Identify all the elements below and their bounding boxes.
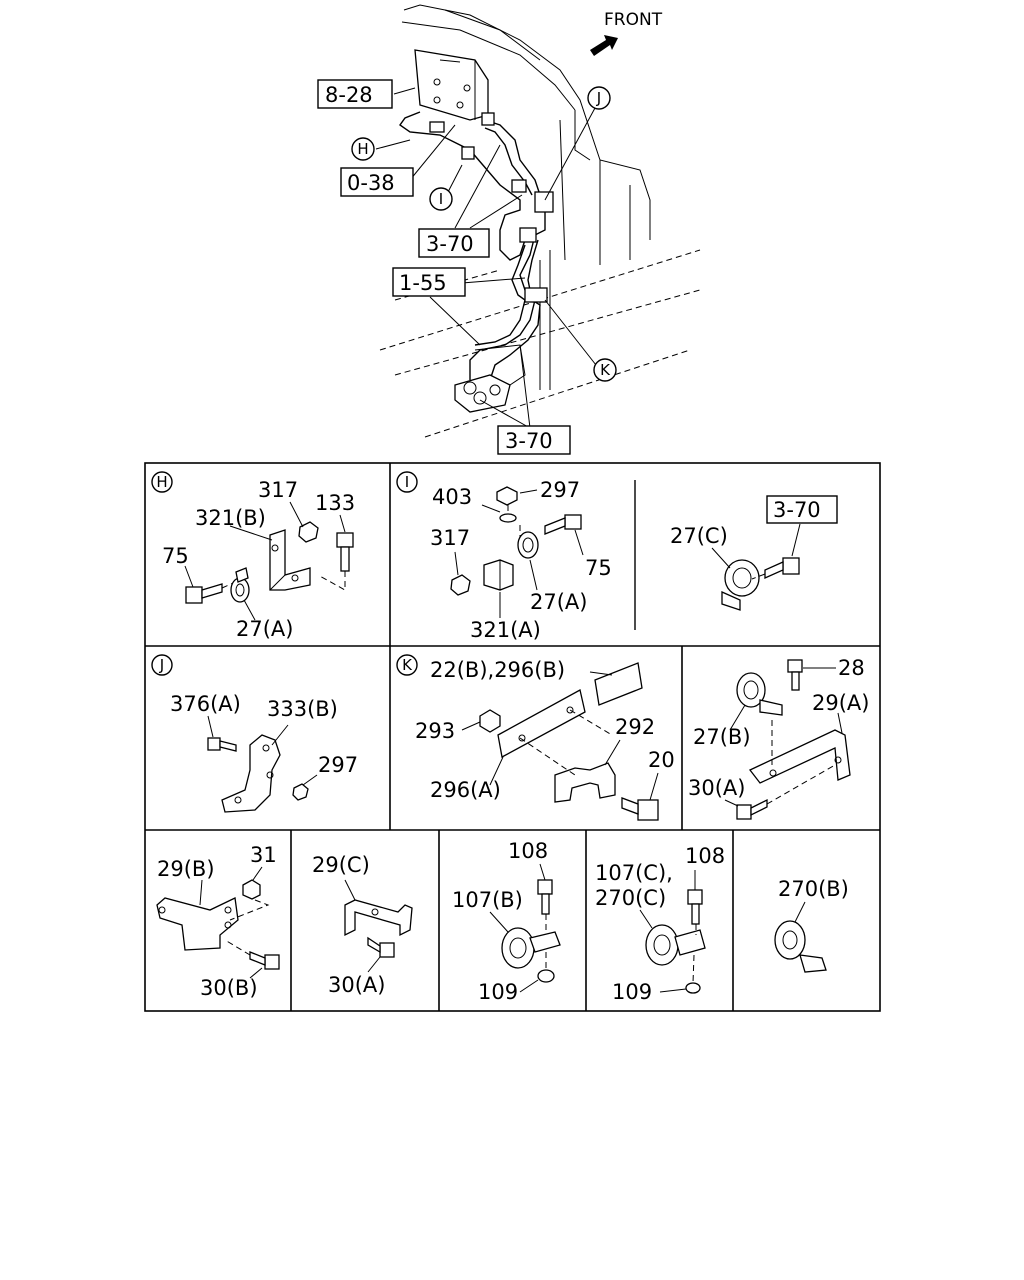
callout-I: I xyxy=(429,187,453,211)
panel-107C-label-108: 108 xyxy=(685,844,725,868)
panel-29B-label-31: 31 xyxy=(250,843,277,867)
panel-J-label-333B: 333(B) xyxy=(267,697,338,721)
callout-J: J xyxy=(587,86,611,110)
panel-28-label-28: 28 xyxy=(838,656,865,680)
panel-270B-label-270B: 270(B) xyxy=(778,877,849,901)
callout-I-letter: I xyxy=(439,190,443,208)
panel-107C-label-109: 109 xyxy=(612,980,652,1004)
panel-107C: 107(C), 108 270(C) 109 xyxy=(595,844,725,1004)
panel-H-label-133: 133 xyxy=(315,491,355,515)
ref-box-1-55: 1-55 xyxy=(392,267,466,297)
panel-J-label-376A: 376(A) xyxy=(170,692,241,716)
panel-K-label-296A: 296(A) xyxy=(430,778,501,802)
detail-grid xyxy=(144,462,881,1012)
panel-I-label-403: 403 xyxy=(432,485,472,509)
panel-28: 28 29(A) 27(B) 30(A) xyxy=(688,656,869,820)
callout-H: H xyxy=(351,137,375,161)
panel-270B: 270(B) xyxy=(774,877,849,973)
panel-K-label-292: 292 xyxy=(615,715,655,739)
panel-28-label-29A: 29(A) xyxy=(812,691,869,715)
panel-J-label-297: 297 xyxy=(318,753,358,777)
panel-K-label-22B-296B: 22(B),296(B) xyxy=(430,658,565,682)
panel-29C-label-30A: 30(A) xyxy=(328,973,385,997)
panel-I-label-75: 75 xyxy=(585,556,612,580)
panel-J: J 376(A) 333(B) 297 xyxy=(151,654,358,813)
panel-29C-label-29C: 29(C) xyxy=(312,853,370,877)
panel-28-label-30A: 30(A) xyxy=(688,776,745,800)
ref-label-3-70-bottom: 3-70 xyxy=(505,429,553,453)
callout-K: K xyxy=(593,358,617,382)
panel-I-label-321A: 321(A) xyxy=(470,618,541,642)
panel-H: H 317 133 321(B) 75 27(A) xyxy=(151,471,355,641)
panel-3-70-label-27C: 27(C) xyxy=(670,524,728,548)
panel-29C: 29(C) 30(A) xyxy=(312,853,413,997)
overview-assembly: FRONT xyxy=(317,4,701,455)
front-label: FRONT xyxy=(604,10,663,30)
panel-I-label-317: 317 xyxy=(430,526,470,550)
panel-107B: 108 107(B) 109 xyxy=(452,839,561,1004)
panel-29B-label-29B: 29(B) xyxy=(157,857,215,881)
panel-H-label-75: 75 xyxy=(162,544,189,568)
callout-J-letter: J xyxy=(596,89,601,107)
panel-107B-label-109: 109 xyxy=(478,980,518,1004)
panel-K-label-293: 293 xyxy=(415,719,455,743)
panel-28-label-27B: 27(B) xyxy=(693,725,751,749)
panel-I-label-297: 297 xyxy=(540,478,580,502)
panel-K: K 22(B),296(B) 293 292 20 296(A) xyxy=(396,654,675,821)
panel-107C-label-107C: 107(C), xyxy=(595,861,673,885)
panel-I-letter: I xyxy=(405,473,409,491)
ref-box-3-70-bottom: 3-70 xyxy=(497,425,571,455)
ref-box-8-28: 8-28 xyxy=(317,79,393,109)
ref-label-0-38: 0-38 xyxy=(347,171,395,195)
callout-H-letter: H xyxy=(357,140,368,158)
panel-107B-label-107B: 107(B) xyxy=(452,888,523,912)
callout-K-letter: K xyxy=(600,361,611,379)
panel-I: I 403 297 317 75 27(A) 321(A) xyxy=(396,471,612,642)
front-arrow-icon xyxy=(590,35,618,56)
ref-label-8-28: 8-28 xyxy=(325,83,373,107)
ref-label-3-70-top: 3-70 xyxy=(426,232,474,256)
ref-box-0-38: 0-38 xyxy=(340,167,414,197)
panel-107C-label-270C: 270(C) xyxy=(595,886,666,910)
panel-H-label-317: 317 xyxy=(258,478,298,502)
panel-3-70-ref: 3-70 xyxy=(773,498,821,522)
panel-K-letter: K xyxy=(402,656,413,674)
panel-107B-label-108: 108 xyxy=(508,839,548,863)
panel-K-label-20: 20 xyxy=(648,748,675,772)
panel-H-label-27A: 27(A) xyxy=(236,617,293,641)
panel-29B: 29(B) 31 30(B) xyxy=(156,843,280,1000)
panel-29B-label-30B: 30(B) xyxy=(200,976,258,1000)
ref-label-1-55: 1-55 xyxy=(399,271,447,295)
ref-box-3-70-top: 3-70 xyxy=(418,228,490,258)
panel-I-label-27A: 27(A) xyxy=(530,590,587,614)
panel-3-70: 3-70 27(C) xyxy=(670,495,838,611)
panel-H-letter: H xyxy=(156,473,167,491)
panel-J-letter: J xyxy=(159,656,164,674)
